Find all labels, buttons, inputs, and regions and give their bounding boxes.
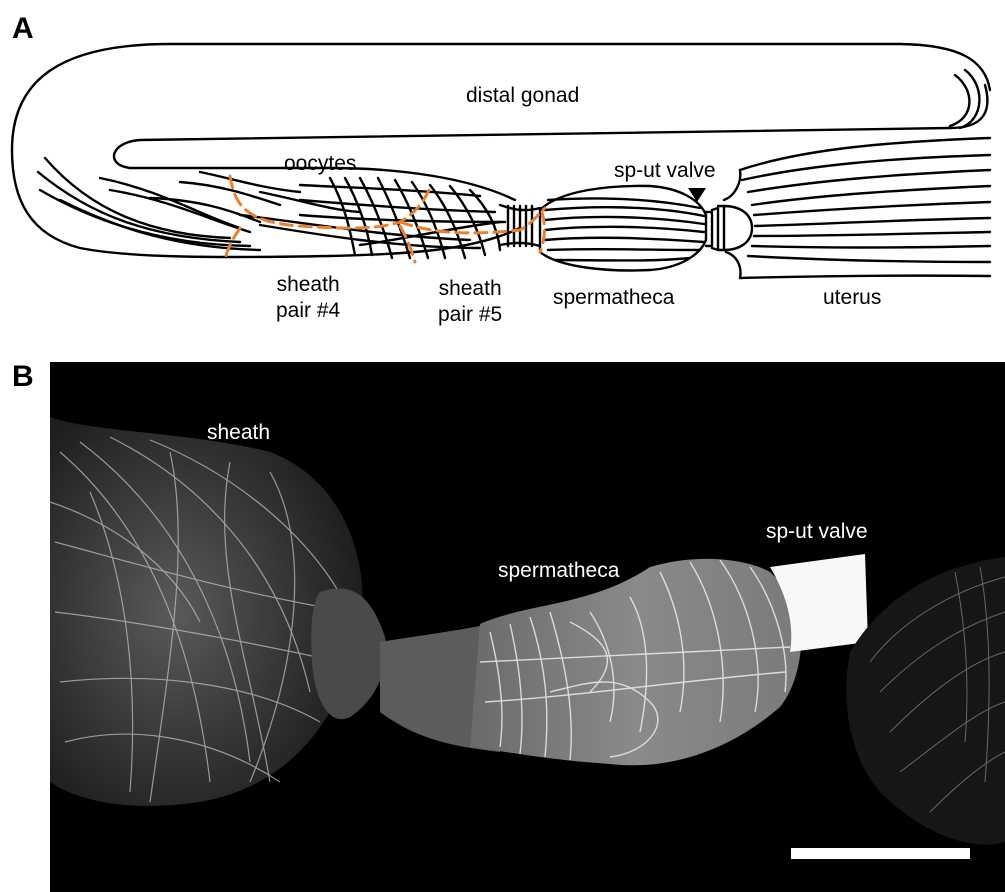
distal-gonad-label: distal gonad — [466, 83, 579, 109]
sheath-pair5-label-line2: pair #5 — [438, 302, 502, 328]
sheath-pair4-label-line1: sheath — [276, 272, 340, 298]
uterus-region — [846, 557, 1005, 845]
sp-ut-valve-label-a: sp-ut valve — [614, 158, 716, 184]
uterus-outline-bottom — [740, 276, 990, 278]
uterus-label: uterus — [823, 285, 881, 311]
sheath-pair4-label: sheath pair #4 — [276, 272, 340, 324]
panel-b-letter: B — [12, 360, 34, 394]
distal-gonad-cap-2 — [950, 75, 969, 126]
spermatheca-region — [470, 559, 802, 765]
sp-ut-valve-arrowhead — [688, 188, 706, 202]
scale-bar — [791, 848, 970, 859]
spermatheca-label-b: spermatheca — [498, 558, 619, 584]
sheath-pair4-label-line2: pair #4 — [276, 298, 340, 324]
sheath-pair5-label-line1: sheath — [438, 276, 502, 302]
sheath-label-b: sheath — [207, 420, 270, 446]
uterus-outline-top — [740, 138, 990, 170]
spermatheca-label-a: spermatheca — [553, 285, 674, 311]
sheath-pair5-label: sheath pair #5 — [438, 276, 502, 328]
gonad-outer-contour — [12, 44, 990, 257]
oocytes-label: oocytes — [284, 151, 356, 177]
sp-ut-valve-label-b: sp-ut valve — [766, 519, 868, 545]
fluorescence-micrograph: sheath spermatheca sp-ut valve — [50, 362, 1005, 892]
